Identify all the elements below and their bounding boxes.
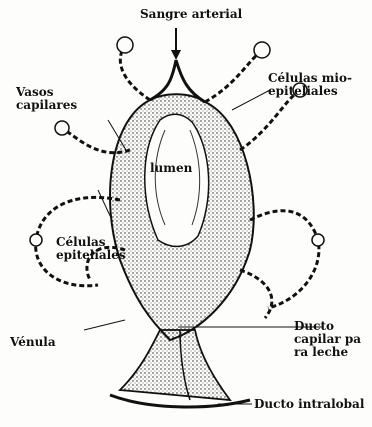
alveolus-body — [110, 94, 254, 340]
duct — [110, 330, 250, 407]
label-venula: Vénula — [10, 336, 56, 349]
label-celulas-mioepiteliales: Células mio- epiteliales — [268, 72, 352, 98]
label-lumen: lumen — [150, 162, 192, 175]
label-ducto-intralobal: Ducto intralobal — [254, 398, 364, 411]
label-ducto-capilar: Ducto capilar pa ra leche — [294, 320, 361, 359]
label-celulas-epiteliales: Células epiteliales — [56, 236, 126, 262]
label-sangre-arterial: Sangre arterial — [140, 8, 242, 21]
label-vasos-capilares: Vasos capilares — [16, 86, 77, 112]
artery-arrow — [150, 28, 205, 102]
